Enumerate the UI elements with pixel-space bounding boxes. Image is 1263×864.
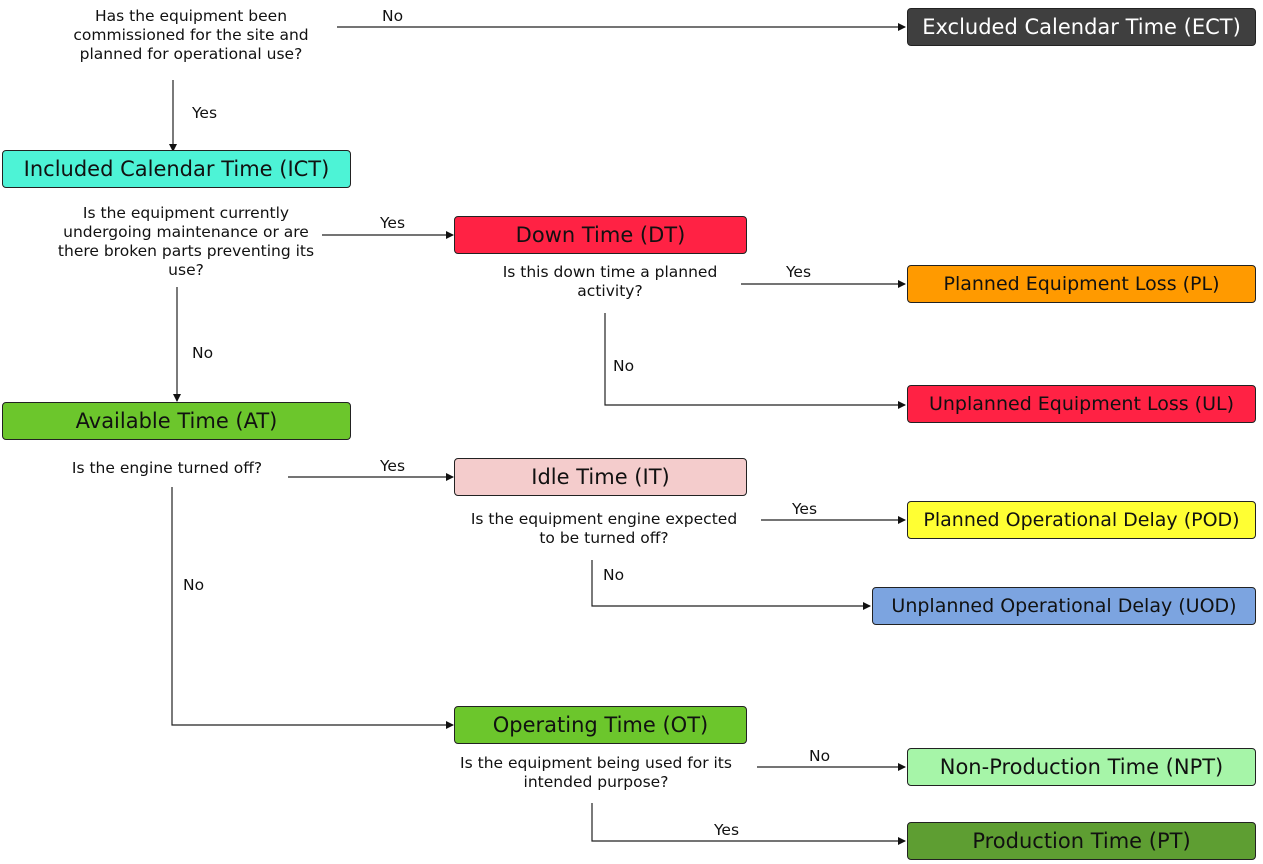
question-line: commissioned for the site and (73, 26, 309, 44)
edge-q4-no (171, 487, 454, 729)
question-line: Is the equipment engine expected (470, 510, 738, 528)
question-line: Is this down time a planned (502, 263, 718, 281)
question-planned-downtime: Is this down time a planned activity? (503, 263, 718, 301)
edge-label-yes: Yes (786, 263, 812, 281)
box-label: Included Calendar Time (ICT) (23, 157, 330, 181)
box-label: Unplanned Operational Delay (UOD) (891, 595, 1237, 617)
question-line: Has the equipment been (94, 7, 288, 25)
box-label: Production Time (PT) (972, 829, 1191, 853)
box-label: Idle Time (IT) (531, 465, 670, 489)
edge-label-no: No (183, 576, 205, 594)
question-line: activity? (577, 282, 643, 300)
question-line: Is the equipment being used for its (460, 754, 732, 772)
box-label: Excluded Calendar Time (ECT) (922, 15, 1241, 39)
box-operating-time: Operating Time (OT) (454, 706, 747, 744)
question-engine-expected-off: Is the equipment engine expected to be t… (471, 510, 737, 548)
box-label: Non-Production Time (NPT) (939, 755, 1224, 779)
question-line: planned for operational use? (79, 45, 303, 63)
box-label: Unplanned Equipment Loss (UL) (928, 393, 1234, 415)
edge-q6-yes (591, 803, 906, 845)
edge-label-yes: Yes (714, 821, 740, 839)
question-line: use? (168, 261, 204, 279)
box-available-time: Available Time (AT) (2, 402, 351, 440)
box-planned-operational-delay: Planned Operational Delay (POD) (907, 501, 1256, 539)
box-included-calendar-time: Included Calendar Time (ICT) (2, 150, 351, 188)
box-excluded-calendar-time: Excluded Calendar Time (ECT) (907, 8, 1256, 46)
edge-label-yes: Yes (792, 500, 818, 518)
box-label: Available Time (AT) (75, 409, 278, 433)
question-maintenance: Is the equipment currently undergoing ma… (58, 204, 314, 280)
box-label: Planned Equipment Loss (PL) (943, 273, 1220, 295)
box-unplanned-operational-delay: Unplanned Operational Delay (UOD) (872, 587, 1256, 625)
box-unplanned-equipment-loss: Unplanned Equipment Loss (UL) (907, 385, 1256, 423)
box-non-production-time: Non-Production Time (NPT) (907, 748, 1256, 786)
question-intended-purpose: Is the equipment being used for its inte… (460, 754, 732, 792)
edge-q5-no (591, 560, 871, 610)
box-down-time: Down Time (DT) (454, 216, 747, 254)
edge-label-yes: Yes (380, 457, 406, 475)
question-line: Is the engine turned off? (71, 459, 263, 477)
edge-label-no: No (603, 566, 625, 584)
box-production-time: Production Time (PT) (907, 822, 1256, 860)
question-engine-off: Is the engine turned off? (72, 459, 262, 478)
question-line: Is the equipment currently (82, 204, 290, 222)
box-idle-time: Idle Time (IT) (454, 458, 747, 496)
edge-label-yes: Yes (380, 214, 406, 232)
edge-label-yes: Yes (192, 104, 218, 122)
question-commissioned: Has the equipment been commissioned for … (73, 7, 308, 64)
box-label: Operating Time (OT) (492, 713, 709, 737)
box-label: Down Time (DT) (515, 223, 686, 247)
edge-label-no: No (382, 7, 404, 25)
question-line: undergoing maintenance or are (63, 223, 309, 241)
question-line: intended purpose? (523, 773, 669, 791)
edge-label-no: No (613, 357, 635, 375)
edge-label-no: No (192, 344, 214, 362)
edge-q3-no (604, 313, 906, 409)
edge-label-no: No (809, 747, 831, 765)
box-label: Planned Operational Delay (POD) (923, 509, 1240, 531)
box-planned-equipment-loss: Planned Equipment Loss (PL) (907, 265, 1256, 303)
question-line: to be turned off? (539, 529, 669, 547)
question-line: there broken parts preventing its (57, 242, 315, 260)
